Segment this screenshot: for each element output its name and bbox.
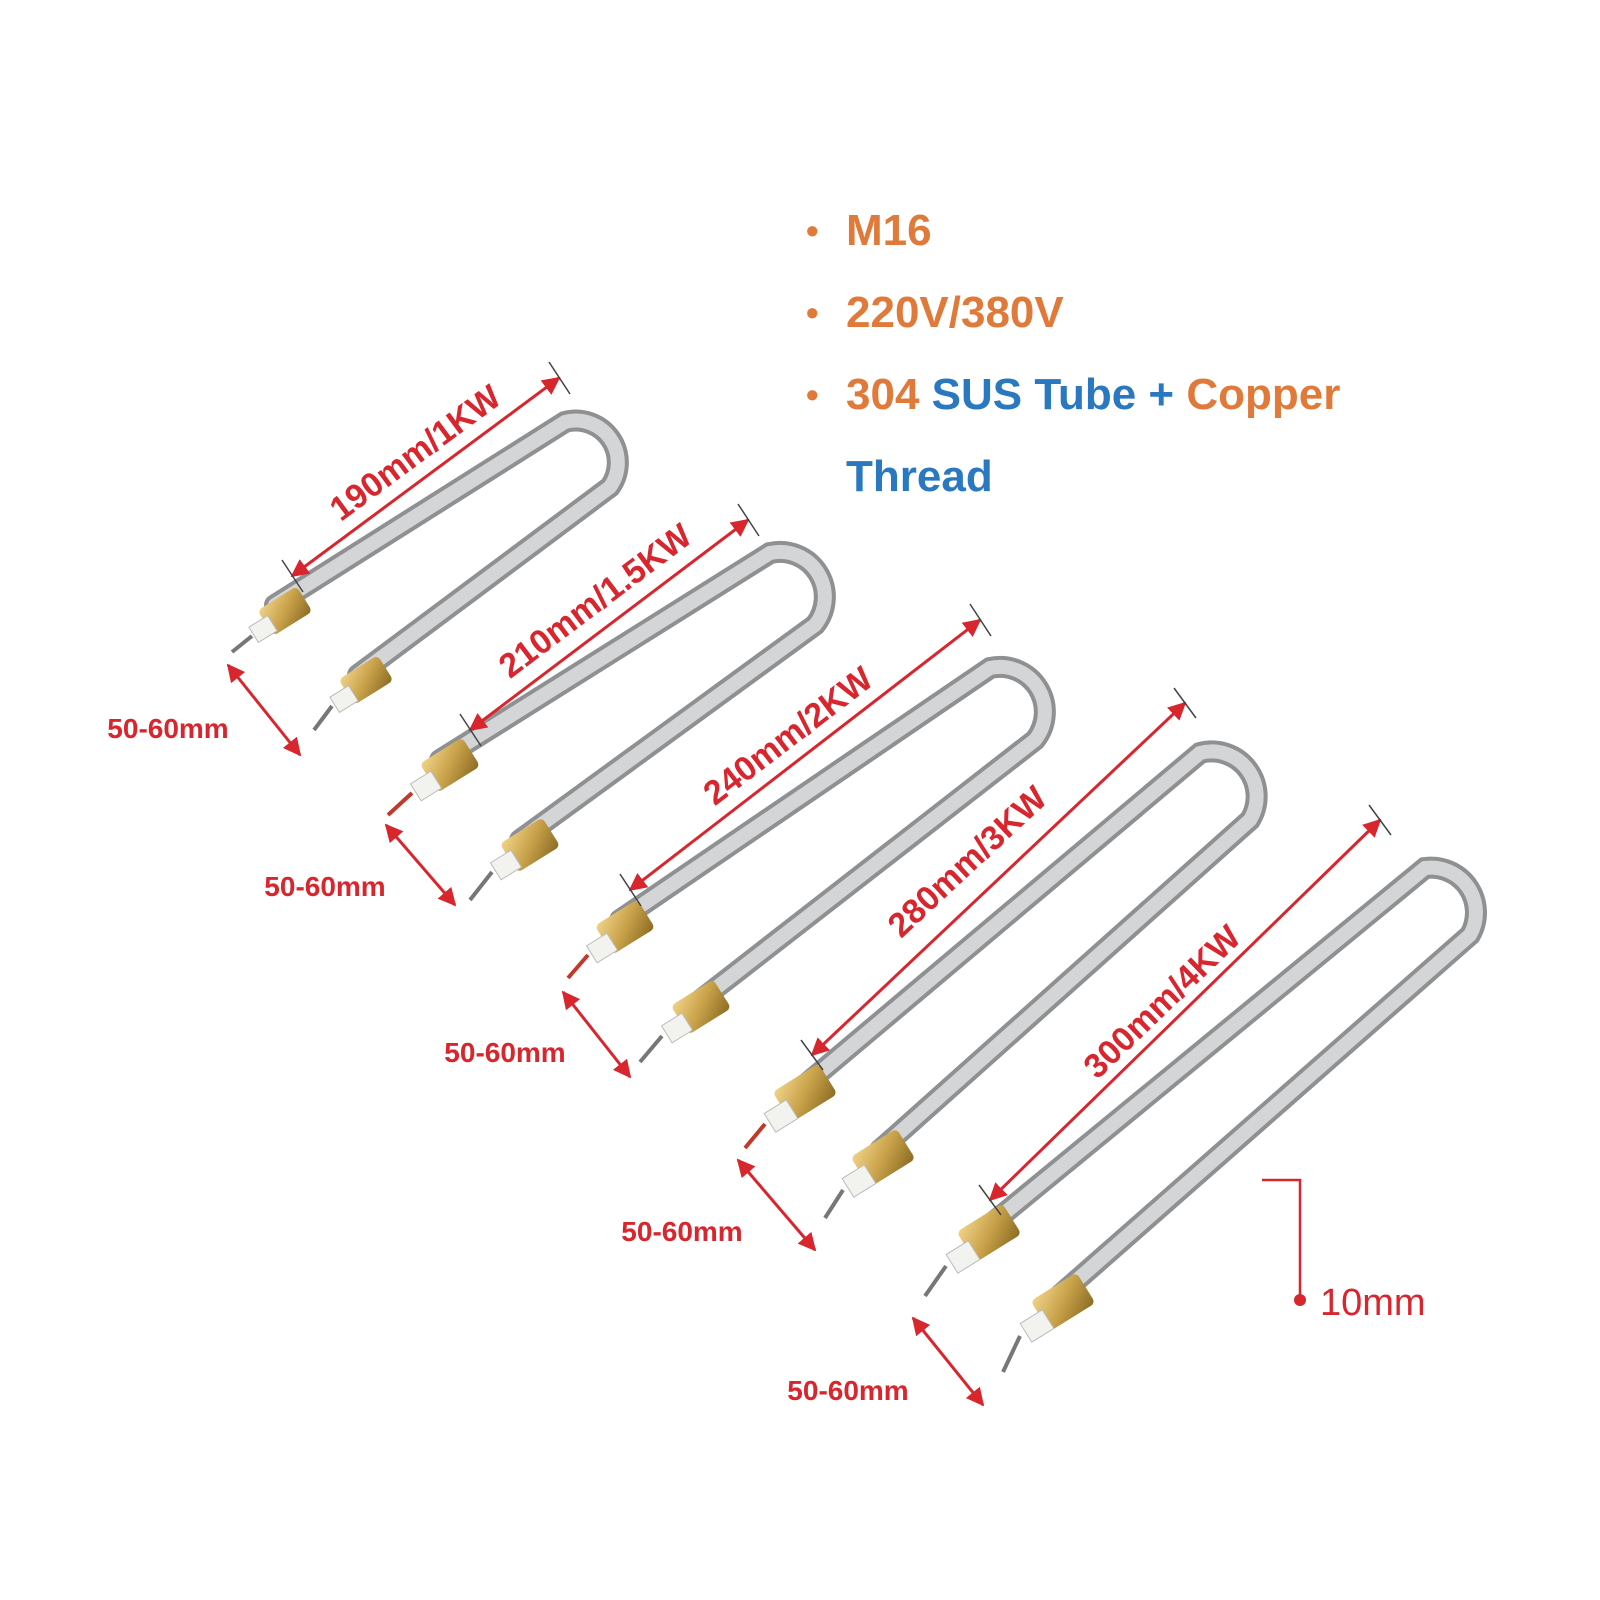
heater-3-fitting-a xyxy=(566,901,654,980)
heater-5-fitting-b xyxy=(1001,1274,1094,1373)
spec-material-cont: Thread xyxy=(846,452,993,501)
terminal-label-3: 50-60mm xyxy=(444,1037,565,1068)
bullet-icon: • xyxy=(806,374,819,415)
spec-material: •304 SUS Tube + Copper xyxy=(806,354,1506,436)
terminal-dimension-4: 50-60mm xyxy=(621,1158,817,1252)
diameter-label: 10mm xyxy=(1320,1282,1426,1324)
heater-5-tube xyxy=(979,856,1487,1306)
heater-4-tube xyxy=(794,740,1268,1161)
terminal-label-2: 50-60mm xyxy=(264,871,385,902)
heater-2 xyxy=(386,540,836,902)
heater-5-fitting-a xyxy=(923,1205,1020,1298)
heater-5 xyxy=(923,856,1487,1373)
terminal-label-5: 50-60mm xyxy=(787,1375,908,1406)
terminal-dimension-3: 50-60mm xyxy=(444,990,632,1079)
length-dimension-3: 240mm/2KW xyxy=(619,603,992,907)
heater-3-fitting-b xyxy=(638,981,730,1064)
bullet-icon: • xyxy=(806,210,819,251)
heater-2-tube xyxy=(429,540,836,851)
heater-1-fitting-b xyxy=(312,656,392,732)
terminal-label-4: 50-60mm xyxy=(621,1216,742,1247)
terminal-dimension-1: 50-60mm xyxy=(107,663,302,757)
diameter-callout: 10mm xyxy=(1262,1178,1426,1324)
heater-1-tube xyxy=(264,409,629,686)
heater-2-fitting-a xyxy=(386,739,479,817)
terminal-dimension-5: 50-60mm xyxy=(787,1316,985,1407)
spec-voltage: •220V/380V xyxy=(806,272,1506,354)
heater-2-fitting-b xyxy=(468,819,559,902)
heater-1-fitting-a xyxy=(230,587,311,654)
heater-4 xyxy=(743,740,1268,1220)
heater-4-fitting-a xyxy=(743,1065,836,1150)
bullet-icon: • xyxy=(806,292,819,333)
spec-thread-size: •M16 xyxy=(806,190,1506,272)
terminal-dimension-2: 50-60mm xyxy=(264,823,457,907)
heater-4-fitting-b xyxy=(823,1130,914,1220)
spec-list: •M16 •220V/380V •304 SUS Tube + Copper T… xyxy=(806,190,1506,518)
terminal-label-1: 50-60mm xyxy=(107,713,228,744)
heater-1 xyxy=(230,409,629,732)
